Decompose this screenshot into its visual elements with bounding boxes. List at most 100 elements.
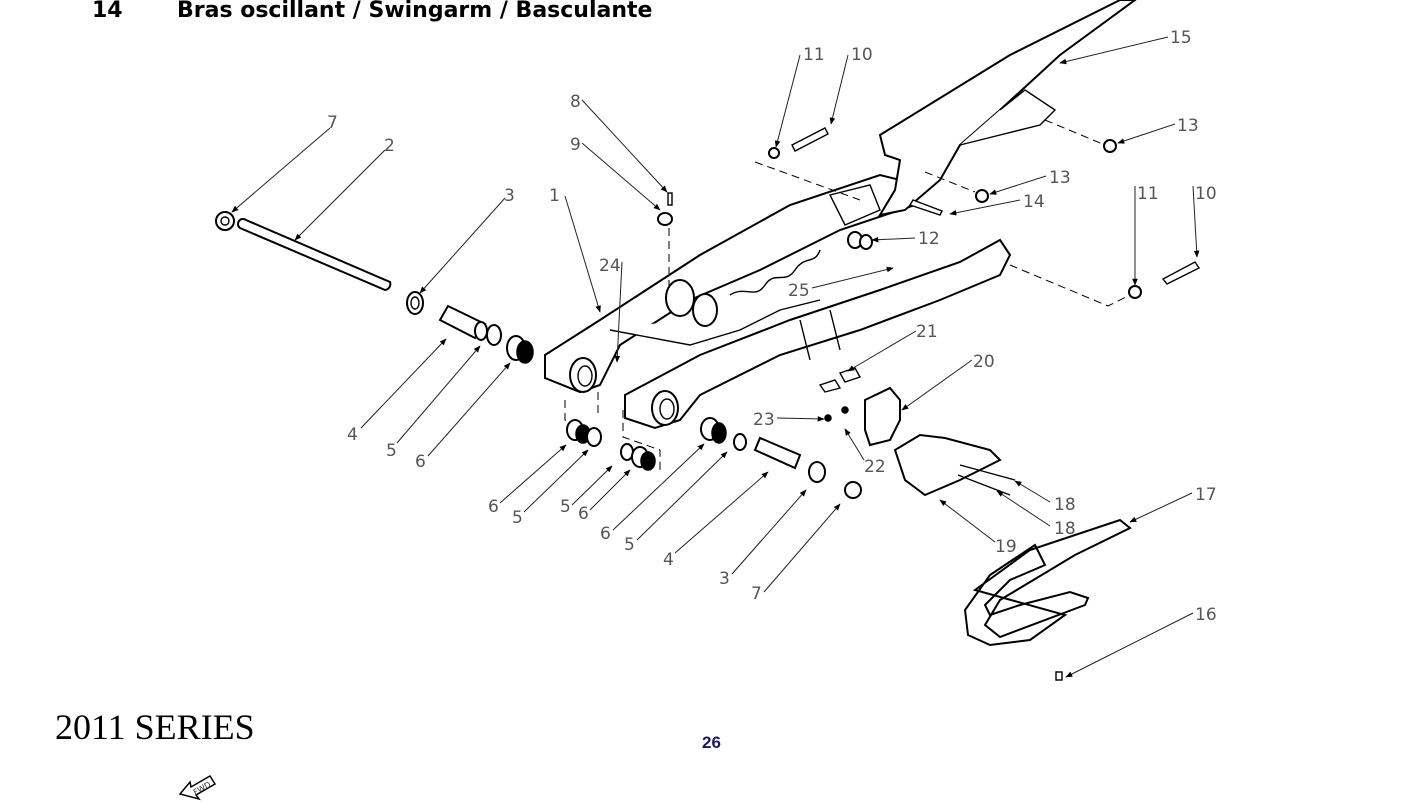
callout-leader-4 (360, 338, 447, 429)
series-label: 2011 SERIES (55, 707, 255, 747)
part-seal-left (486, 324, 502, 346)
parts-drawing (215, 0, 1201, 681)
callout-leader-13 (1117, 123, 1176, 144)
callout-14: 14 (1023, 192, 1045, 212)
callout-leader-14 (949, 199, 1021, 216)
callout-6: 6 (600, 524, 611, 544)
callout-5: 5 (560, 497, 571, 517)
callout-13: 13 (1177, 116, 1199, 136)
callout-5: 5 (624, 535, 635, 555)
callout-leader-1 (564, 195, 601, 313)
part-screws-13-14 (908, 119, 1117, 216)
callout-8: 8 (570, 92, 581, 112)
callout-leader-5 (396, 345, 481, 444)
callout-6: 6 (415, 452, 426, 472)
callout-leader-13 (989, 175, 1047, 195)
section-number: 14 (92, 0, 123, 23)
part-pin-and-clip (657, 192, 673, 290)
callout-9: 9 (570, 135, 581, 155)
callout-4: 4 (347, 425, 358, 445)
callout-leader-10 (1192, 185, 1200, 258)
fwd-label: FWD (192, 780, 213, 797)
callout-leader-7 (231, 127, 331, 213)
callout-11: 11 (1137, 184, 1159, 204)
callout-5: 5 (386, 441, 397, 461)
page-number: 26 (702, 733, 721, 752)
callout-leader-5 (571, 465, 613, 506)
part-washer-left (406, 291, 424, 315)
callout-leader-6 (589, 469, 631, 511)
callout-11: 11 (803, 45, 825, 65)
callout-6: 6 (578, 504, 589, 524)
callout-leader-12 (871, 236, 916, 243)
callout-leader-3 (731, 489, 807, 575)
callout-18: 18 (1054, 519, 1076, 539)
callout-leader-6 (427, 362, 511, 457)
page-title: Bras oscillant / Swingarm / Basculante (177, 0, 653, 23)
part-swingarm-body (544, 173, 1012, 430)
callout-leader-16 (1065, 612, 1194, 678)
callout-leader-19 (939, 499, 996, 543)
callout-7: 7 (751, 584, 762, 604)
callout-3: 3 (719, 569, 730, 589)
callout-leader-7 (763, 503, 841, 593)
callout-leader-9 (581, 142, 661, 211)
part-spacer-left (438, 304, 488, 341)
part-pivot-axle (237, 218, 392, 292)
callout-18: 18 (1054, 495, 1076, 515)
part-screw-16 (1055, 671, 1063, 681)
part-plug-12 (847, 231, 873, 250)
callout-leader-22 (844, 428, 865, 461)
callout-leader-2 (294, 149, 386, 241)
callout-25: 25 (788, 281, 810, 301)
part-bearing-left (506, 335, 534, 364)
callout-leader-5 (636, 451, 728, 541)
callout-5: 5 (512, 508, 523, 528)
callout-20: 20 (973, 352, 995, 372)
callout-leader-10 (829, 54, 849, 125)
callout-6: 6 (488, 497, 499, 517)
fwd-arrow-icon: FWD (178, 774, 217, 801)
callout-leader-18 (996, 490, 1051, 527)
callout-leader-4 (674, 471, 769, 554)
callout-leader-8 (581, 99, 668, 193)
callout-24: 24 (599, 256, 621, 276)
part-chain-guide-bracket (818, 367, 1016, 497)
callout-16: 16 (1195, 605, 1217, 625)
callout-leader-5 (523, 449, 589, 513)
callout-leader-15 (1059, 36, 1169, 65)
callout-23: 23 (753, 410, 775, 430)
part-chain-slider-upper (877, 0, 1137, 217)
callout-leader-21 (847, 330, 917, 372)
callout-leader-6 (612, 443, 705, 531)
callout-7: 7 (327, 113, 338, 133)
callout-leaders (231, 36, 1200, 678)
callout-2: 2 (384, 136, 395, 156)
callout-22: 22 (864, 457, 886, 477)
callout-17: 17 (1195, 485, 1217, 505)
callout-leader-25 (811, 266, 894, 289)
callout-3: 3 (504, 186, 515, 206)
part-nut-left (215, 211, 235, 231)
callout-10: 10 (851, 45, 873, 65)
callout-leader-3 (419, 197, 506, 294)
callout-15: 15 (1170, 28, 1192, 48)
callout-leader-24 (614, 261, 623, 363)
callout-13: 13 (1049, 168, 1071, 188)
part-bolt-right (1009, 261, 1201, 307)
callout-21: 21 (916, 322, 938, 342)
callout-4: 4 (663, 550, 674, 570)
callout-leader-6 (499, 444, 567, 504)
callout-leader-23 (776, 416, 825, 422)
part-chain-slider-lower (963, 518, 1132, 647)
callout-leader-20 (901, 359, 973, 411)
callout-10: 10 (1195, 184, 1217, 204)
part-bolt-top (754, 127, 861, 201)
callout-1: 1 (549, 186, 560, 206)
part-lower-bearings (564, 392, 862, 499)
callout-leader-11 (774, 54, 801, 148)
callout-19: 19 (995, 537, 1017, 557)
callout-leader-18 (1014, 480, 1051, 503)
